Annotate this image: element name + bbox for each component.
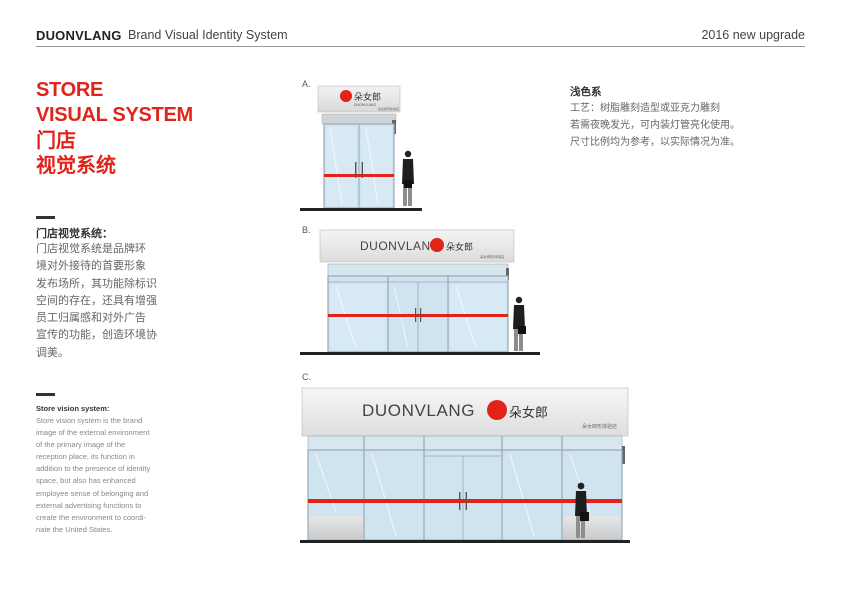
storefront-c-sign-cn: 朵女郎 xyxy=(509,405,548,421)
intro-cn-line: 门店视觉系统是品牌环 xyxy=(36,242,146,255)
intro-en-line: create the environment to coordi- xyxy=(36,512,147,522)
intro-cn-line: 调美。 xyxy=(36,345,69,359)
intro-en-line: nate the United States. xyxy=(36,524,113,534)
section-dash-cn xyxy=(36,216,55,219)
brand-name: DUONVLANG xyxy=(36,28,122,43)
storefront-a-sign-logo: 朵女郎 xyxy=(354,91,381,103)
intro-en-heading: Store vision system: xyxy=(36,404,110,413)
storefront-c-sign-small: 朵女郎形体验店 xyxy=(582,423,617,430)
notes-line: 工艺：树脂雕刻造型或亚克力雕刻 xyxy=(570,103,720,114)
intro-en-line: of the primary image of the xyxy=(36,440,126,450)
intro-en-line: reception place, its function in xyxy=(36,452,135,462)
intro-cn-body: 门店视觉系统是品牌环 境对外接待的首要形象 发布场所，其功能除标识 空间的存在，… xyxy=(36,240,166,361)
storefront-c-label: C. xyxy=(302,372,311,382)
intro-cn-line: 空间的存在，还具有增强 xyxy=(36,293,157,307)
storefront-a-sign-en: DUONVLANG xyxy=(354,103,376,107)
storefront-b-sign-small: 朵女郎形体验店 xyxy=(480,254,505,259)
intro-cn-line: 员工归属感和对外广告 xyxy=(36,311,146,325)
intro-cn-line: 境对外接待的首要形象 xyxy=(36,259,146,273)
storefront-b-sign-cn: 朵女郎 xyxy=(446,241,473,253)
intro-en-line: employee sense of belonging and xyxy=(36,488,149,498)
storefront-b-sign-en: DUONVLANG xyxy=(360,239,441,253)
title-en-line2: VISUAL SYSTEM xyxy=(36,104,193,126)
notes-line: 若需夜晚发光，可内装灯管亮化使用。 xyxy=(570,120,740,131)
page-title-cn: 门店 视觉系统 xyxy=(36,128,116,178)
notes-heading: 浅色系 xyxy=(570,86,602,98)
intro-en-line: external advertising functions to xyxy=(36,500,142,510)
header-subtitle: Brand Visual Identity System xyxy=(128,28,288,42)
intro-en-line: Store vision system is the brand xyxy=(36,416,143,425)
storefront-c-sign-en: DUONVLANG xyxy=(362,401,475,420)
intro-en-line: addition to the presence of identity xyxy=(36,464,151,474)
intro-en-body: Store vision system is the brand image o… xyxy=(36,415,168,536)
intro-en-line: space, but also has enhanced xyxy=(36,476,136,486)
storefront-c-illustration: DUONVLANG 朵女郎 朵女郎形体验店 xyxy=(300,387,630,543)
storefront-b-label: B. xyxy=(302,225,311,235)
notes-line: 尺寸比例均为参考，以实际情况为准。 xyxy=(570,137,740,148)
section-dash-en xyxy=(36,393,55,396)
storefront-a-illustration: 朵女郎 DUONVLANG 朵女郎形体验店 xyxy=(300,85,422,211)
intro-cn-line: 发布场所，其功能除标识 xyxy=(36,276,157,290)
title-cn-line1: 门店 xyxy=(36,128,76,152)
storefront-a-label: A. xyxy=(302,79,311,89)
intro-cn-line: 宣传的功能，创造环境协 xyxy=(36,328,157,342)
edition-label: 2016 new upgrade xyxy=(701,28,805,42)
title-en-line1: STORE xyxy=(36,79,104,101)
intro-cn-heading: 门店视觉系统： xyxy=(36,227,113,240)
title-cn-line2: 视觉系统 xyxy=(36,153,116,177)
header-divider xyxy=(36,46,805,47)
intro-en-line: image of the external environment xyxy=(36,428,150,438)
storefront-a-sign-small: 朵女郎形体验店 xyxy=(378,106,399,111)
page-title-en: STORE VISUAL SYSTEM xyxy=(36,78,193,128)
storefront-b-illustration: DUONVLANG 朵女郎 朵女郎形体验店 xyxy=(300,229,540,355)
